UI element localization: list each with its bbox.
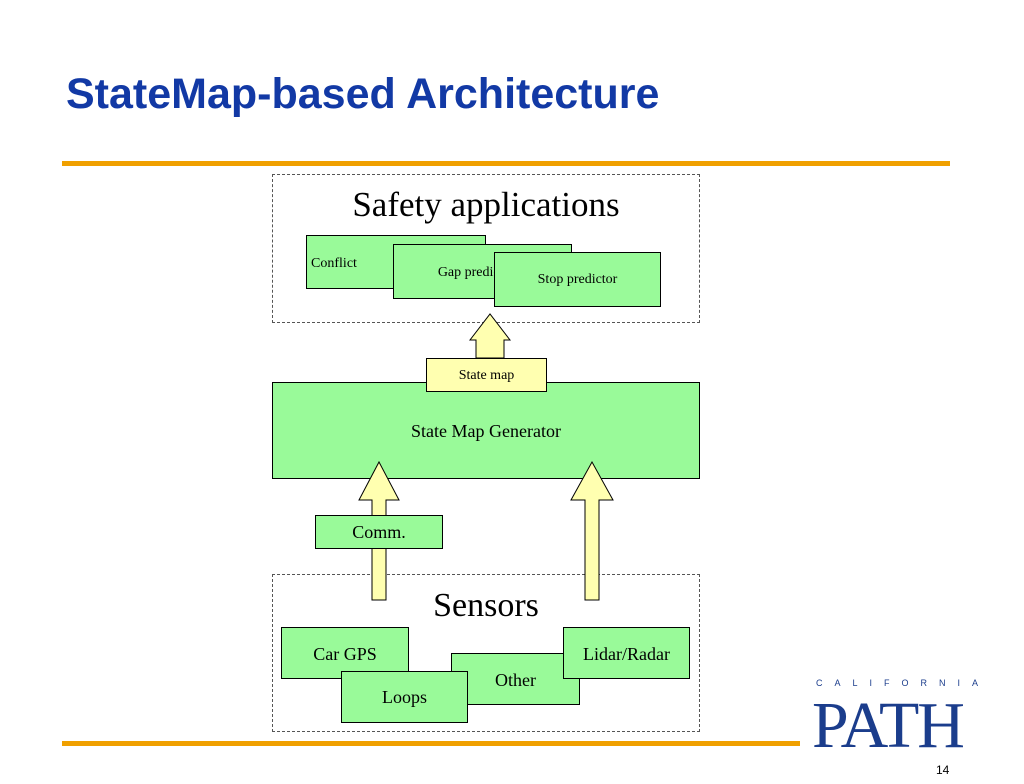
car-gps-label: Car GPS <box>313 644 377 664</box>
slide-title: StateMap-based Architecture <box>66 70 660 118</box>
comm-box: Comm. <box>315 515 443 549</box>
stop-predictor-box: Stop predictor <box>494 252 661 307</box>
loops-label: Loops <box>382 687 427 707</box>
state-map-label-box: State map <box>426 358 547 392</box>
other-box: Other <box>451 653 580 705</box>
lidar-radar-label: Lidar/Radar <box>583 644 670 664</box>
sensors-title: Sensors <box>433 587 539 624</box>
arrow-to-safety <box>468 313 512 359</box>
loops-box: Loops <box>341 671 468 723</box>
path-logo: PATH <box>812 689 965 762</box>
arrow-lidar-to-generator <box>570 460 614 601</box>
title-divider <box>62 161 950 166</box>
other-label: Other <box>495 670 536 690</box>
comm-label: Comm. <box>352 522 406 542</box>
lidar-radar-box: Lidar/Radar <box>563 627 690 679</box>
page-number: 14 <box>936 763 950 777</box>
state-map-generator-label: State Map Generator <box>411 421 561 441</box>
safety-applications-title: Safety applications <box>352 185 620 224</box>
sensors-group: Sensors <box>272 574 700 732</box>
logo-california-text: CALIFORNIA <box>816 678 991 688</box>
car-gps-box: Car GPS <box>281 627 409 679</box>
stop-predictor-label: Stop predictor <box>537 272 618 287</box>
conflict-label: Conflict <box>311 256 357 271</box>
footer-divider <box>62 741 800 746</box>
state-map-label: State map <box>458 368 515 383</box>
